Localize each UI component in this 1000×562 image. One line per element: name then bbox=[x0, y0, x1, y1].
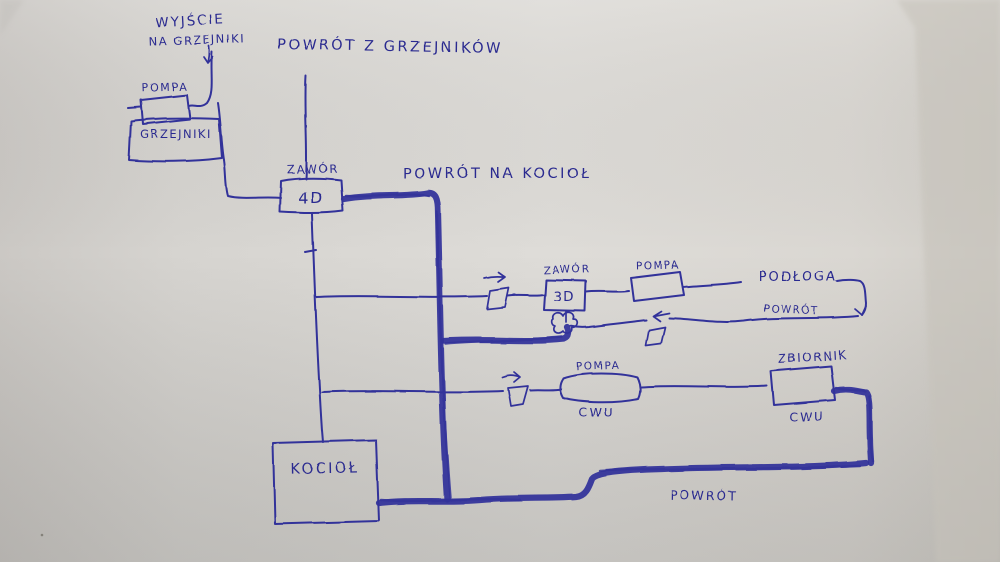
box-dhw-pump bbox=[559, 372, 642, 404]
pipe-valve3d-branch-scribble bbox=[444, 335, 564, 346]
label-valve-3d-caption: ZAWÓR bbox=[543, 262, 591, 277]
check-valve-symbol-floor-supply bbox=[486, 287, 510, 310]
pipe-return-from-radiators bbox=[304, 75, 308, 180]
paper-corner-fold bbox=[0, 0, 24, 36]
flow-arrow-down-icon bbox=[203, 45, 214, 64]
pipe-bottom-return bbox=[375, 459, 870, 507]
label-outlet-to-radiators-line1: WYJŚCIE bbox=[154, 9, 225, 31]
pipe-floor-supply bbox=[315, 278, 867, 316]
label-valve-4d: 4D bbox=[298, 188, 325, 207]
pipe-dhw-supply bbox=[321, 385, 768, 393]
pipe-tank-down-scribble bbox=[834, 386, 875, 463]
label-radiator-pump: POMPA bbox=[142, 80, 188, 95]
flow-arrowhead-floor-loop-icon bbox=[854, 305, 867, 316]
label-outlet-to-radiators-line2: NA GRZEJNIKI bbox=[148, 31, 245, 48]
label-dhw-tank-caption: CWU bbox=[789, 409, 825, 424]
box-valve-3d bbox=[543, 279, 587, 312]
check-valve-symbol-dhw-supply bbox=[507, 385, 529, 407]
label-valve-4d-caption: ZAWÓR bbox=[287, 160, 339, 177]
check-valve-symbol-floor-return bbox=[645, 326, 666, 347]
pipe-bottom-return-scribble bbox=[379, 464, 862, 503]
label-dhw-tank: ZBIORNIK bbox=[777, 348, 848, 366]
label-return-from-radiators: POWRÓT Z GRZEJNIKÓW bbox=[277, 35, 503, 57]
label-return-to-boiler: POWRÓT NA KOCIOŁ bbox=[403, 164, 592, 182]
pipe-valve3d-branch bbox=[440, 323, 572, 345]
label-dhw-pump: POMPA bbox=[576, 359, 620, 373]
label-floor-pump: POMPA bbox=[636, 260, 680, 273]
label-valve-3d: 3D bbox=[553, 289, 575, 305]
labels-layer: WYJŚCIE NA GRZEJNIKI POWRÓT Z GRZEJNIKÓW… bbox=[140, 9, 848, 503]
flow-arrow-left-floor-return-icon bbox=[652, 310, 670, 322]
pipe-radiators-to-valve4d bbox=[223, 159, 282, 199]
pipe-radiator-supply bbox=[127, 51, 213, 109]
label-floor-supply: PODŁOGA bbox=[759, 270, 838, 285]
box-dhw-tank bbox=[770, 365, 836, 406]
pipe-valve4d-to-boiler bbox=[304, 213, 324, 443]
wall-behind-paper bbox=[897, 0, 1000, 562]
box-valve-4d bbox=[279, 177, 344, 214]
label-radiators: GRZEJNIKI bbox=[140, 127, 212, 141]
label-bottom-return: POWRÓT bbox=[670, 487, 738, 503]
ink-layer: WYJŚCIE NA GRZEJNIKI POWRÓT Z GRZEJNIKÓW… bbox=[127, 9, 875, 525]
flow-arrow-right-floor-icon bbox=[483, 271, 506, 283]
box-radiators bbox=[128, 117, 223, 163]
box-boiler bbox=[272, 439, 380, 525]
pipe-pump-down-radiators bbox=[217, 102, 225, 161]
paper-speck bbox=[40, 533, 44, 537]
label-dhw-pump-caption: CWU bbox=[579, 405, 615, 420]
pipe-return-to-boiler-main-scribble bbox=[344, 193, 452, 499]
box-floor-pump bbox=[630, 271, 685, 302]
valve-3d-actuator-blob bbox=[550, 311, 579, 335]
label-boiler: KOCIOŁ bbox=[290, 460, 359, 477]
flow-arrow-right-dhw-icon bbox=[501, 371, 521, 383]
label-floor-return: POWRÓT bbox=[763, 302, 820, 318]
